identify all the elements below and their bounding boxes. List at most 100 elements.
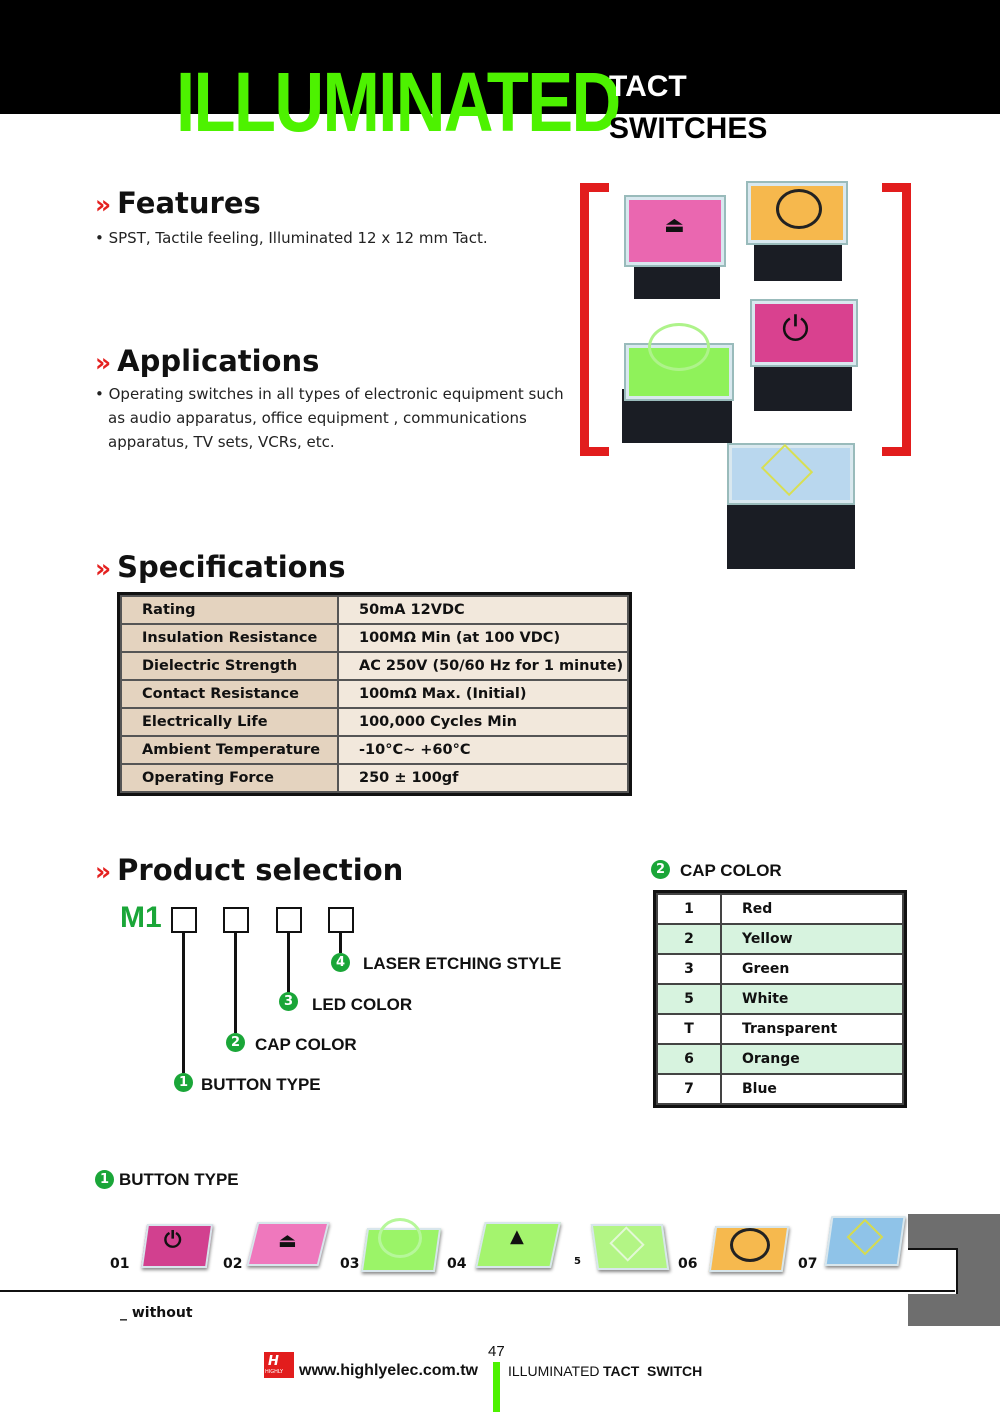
model-prefix: M1 <box>120 901 162 934</box>
product-selection-heading: »Product selection <box>95 853 403 887</box>
label-laser-etching-style: LASER ETCHING STYLE <box>363 954 562 973</box>
section-marker-icon: » <box>95 554 112 583</box>
cap-code: 5 <box>656 983 722 1015</box>
code-box-1 <box>171 907 197 933</box>
code-box-3 <box>276 907 302 933</box>
spec-key: Electrically Life <box>120 707 339 737</box>
logo-text: HIGHLY <box>265 1369 284 1375</box>
section-marker-icon: » <box>95 190 112 219</box>
button-type-03 <box>360 1214 442 1278</box>
spec-value: 50mA 12VDC <box>337 595 629 625</box>
code-box-2 <box>223 907 249 933</box>
applications-heading: »Applications <box>95 344 319 378</box>
product-selection-heading-text: Product selection <box>117 853 404 887</box>
applications-line-1: • Operating switches in all types of ele… <box>95 385 564 403</box>
section-marker-icon: » <box>95 348 112 377</box>
section-marker-icon: » <box>95 857 112 886</box>
cap-name: White <box>720 983 904 1015</box>
leader-line-2 <box>234 933 237 1033</box>
cap-code: 2 <box>656 923 722 955</box>
footer-green-bar <box>493 1362 500 1412</box>
divider-line <box>0 1290 955 1292</box>
switch-photo-orange <box>742 183 854 288</box>
badge-2: 2 <box>226 1033 245 1052</box>
spec-key: Insulation Resistance <box>120 623 339 653</box>
table-row: Ambient Temperature-10°C~ +60°C <box>120 735 629 765</box>
cap-code: 1 <box>656 893 722 925</box>
features-heading: »Features <box>95 186 261 220</box>
applications-heading-text: Applications <box>117 344 320 378</box>
button-type-number: 02 <box>223 1256 243 1272</box>
badge-1-button-type: 1 <box>95 1170 114 1189</box>
title-sub-switches: SWITCHES <box>609 112 768 145</box>
triangle-up-icon: ▲ <box>510 1226 524 1247</box>
company-logo: H HIGHLY <box>264 1352 294 1378</box>
cap-code: 3 <box>656 953 722 985</box>
spec-value: -10°C~ +60°C <box>337 735 629 765</box>
cap-code: 6 <box>656 1043 722 1075</box>
switch-photo-blue <box>723 431 859 573</box>
button-type-number: 06 <box>678 1256 698 1272</box>
button-type-number: 04 <box>447 1256 467 1272</box>
leader-line-1 <box>182 933 185 1073</box>
label-button-type: BUTTON TYPE <box>201 1075 321 1094</box>
button-type-05 <box>588 1214 672 1278</box>
button-type-01: ⏻ <box>138 1218 214 1274</box>
button-type-02: ⏏ <box>246 1214 330 1272</box>
button-type-07 <box>822 1208 906 1276</box>
cycle-icon <box>378 1218 422 1258</box>
red-bracket-left <box>580 183 609 456</box>
label-cap-color: CAP COLOR <box>255 1035 357 1054</box>
badge-4: 4 <box>331 953 350 972</box>
spec-value: 100,000 Cycles Min <box>337 707 629 737</box>
switch-photo-pink: ⏏ <box>620 193 730 303</box>
footer-label-tact: TACT <box>603 1363 640 1379</box>
applications-line-2: as audio apparatus, office equipment , c… <box>108 409 527 427</box>
spec-key: Rating <box>120 595 339 625</box>
page-title: ILLUMINATED <box>176 55 621 149</box>
page-tab-notch <box>908 1248 958 1294</box>
features-item: • SPST, Tactile feeling, Illuminated 12 … <box>95 229 488 247</box>
button-type-number: 07 <box>798 1256 818 1272</box>
leader-line-4 <box>339 933 342 953</box>
button-type-number: 5 <box>574 1256 581 1267</box>
spec-value: 100MΩ Min (at 100 VDC) <box>337 623 629 653</box>
cap-name: Blue <box>720 1073 904 1105</box>
cycle-icon <box>648 323 710 371</box>
product-photo-collage: ⏏ ⏻ <box>580 183 915 578</box>
logo-mark-icon: H <box>268 1354 279 1369</box>
cap-name: Yellow <box>720 923 904 955</box>
badge-2-cap: 2 <box>651 860 670 879</box>
specifications-heading: »Specifications <box>95 550 346 584</box>
badge-3: 3 <box>279 992 298 1011</box>
spec-key: Contact Resistance <box>120 679 339 709</box>
cap-code: T <box>656 1013 722 1045</box>
website-link[interactable]: www.highlyelec.com.tw <box>299 1362 478 1379</box>
page-number: 47 <box>488 1343 505 1360</box>
cap-name: Orange <box>720 1043 904 1075</box>
cap-name: Transparent <box>720 1013 904 1045</box>
code-box-4 <box>328 907 354 933</box>
switch-photo-magenta: ⏻ <box>748 293 858 415</box>
leader-line-3 <box>287 933 290 993</box>
red-bracket-right <box>882 183 911 456</box>
specifications-heading-text: Specifications <box>117 550 346 584</box>
cap-name: Red <box>720 893 904 925</box>
title-sub-tact: TACT <box>609 70 687 103</box>
button-type-04: ▲ <box>472 1208 564 1274</box>
button-type-06 <box>706 1214 790 1278</box>
power-icon: ⏻ <box>164 1228 182 1253</box>
power-icon: ⏻ <box>782 309 809 349</box>
features-heading-text: Features <box>117 186 261 220</box>
cap-name: Green <box>720 953 904 985</box>
